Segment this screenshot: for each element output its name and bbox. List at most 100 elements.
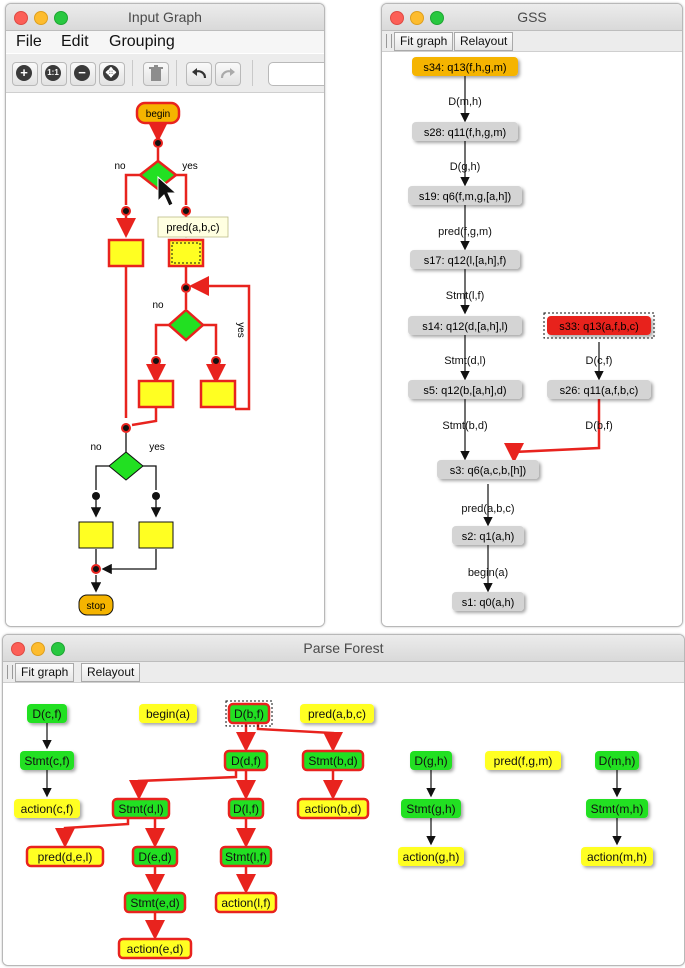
decision-node[interactable] [167,308,205,342]
gss-node[interactable] [452,526,524,545]
zoom-window-button[interactable] [51,642,65,656]
relayout-button[interactable]: Relayout [81,663,141,682]
forest-node[interactable] [117,937,193,960]
forest-node[interactable] [301,749,365,772]
begin-node[interactable] [135,101,181,125]
menu-file[interactable]: File [16,33,42,50]
junction-dot [92,492,100,500]
forest-node[interactable] [586,799,648,818]
forest-node-label: D(m,h) [599,754,636,768]
forest-node-selected[interactable] [227,702,271,725]
delete-button[interactable] [143,62,169,86]
close-window-button[interactable] [390,11,404,25]
zoom-1to1-button[interactable]: 1:1 [41,62,67,86]
forest-node[interactable] [214,891,278,914]
forest-node[interactable] [223,749,269,772]
forest-node-label: Stmt(l,f) [225,850,267,864]
minimize-window-button[interactable] [31,642,45,656]
forest-node[interactable] [300,704,374,723]
menu-grouping[interactable]: Grouping [109,33,175,50]
forest-node-label: Stmt(g,h) [406,802,455,816]
undo-button[interactable] [186,62,212,86]
decision-node[interactable] [108,451,144,481]
parse-forest-window: Parse Forest Fit graph Relayout [2,634,685,966]
gss-node-selected[interactable] [547,316,651,335]
forest-node[interactable] [131,845,179,868]
forest-node[interactable] [219,845,273,868]
menu-edit[interactable]: Edit [61,33,89,50]
redo-button[interactable] [215,62,241,86]
gss-node[interactable] [547,380,651,399]
fit-graph-button[interactable]: Fit graph [15,663,75,682]
input-graph-canvas[interactable]: begin no yes pred(a,b,c) no yes [6,93,324,626]
edge-label: D(c,f) [586,355,613,367]
fit-content-button[interactable]: ✥ [99,62,125,86]
zoom-in-button[interactable]: + [12,62,38,86]
junction-dot [152,492,160,500]
gss-node[interactable] [412,57,518,76]
forest-node-label: action(e,d) [127,942,184,956]
input-graph-titlebar[interactable]: Input Graph [6,4,324,31]
zoom-1to1-icon: 1:1 [45,65,61,81]
forest-node[interactable] [485,751,561,770]
action-node[interactable] [199,379,237,409]
close-window-button[interactable] [14,11,28,25]
forest-node-label: pred(d,e,l) [38,850,93,864]
forest-node-label: D(g,h) [414,754,447,768]
search-input[interactable] [268,62,324,86]
forest-node-label: action(c,f) [21,802,74,816]
forest-node[interactable] [139,704,197,723]
gss-window: GSS Fit graph Relayout [381,3,683,627]
action-node[interactable] [137,379,175,409]
forest-node[interactable] [401,799,461,818]
zoom-out-button[interactable]: − [70,62,96,86]
toolbar-grip[interactable] [386,34,392,48]
junction-dot [181,206,191,216]
action-node[interactable] [78,521,114,549]
forest-node[interactable] [227,797,265,820]
forest-node[interactable] [20,751,74,770]
relayout-button[interactable]: Relayout [454,32,514,51]
action-node[interactable] [107,238,145,268]
branch-label-no: no [90,442,102,453]
gss-node[interactable] [408,186,522,205]
forest-node[interactable] [595,751,639,770]
gss-node[interactable] [408,316,522,335]
gss-node[interactable] [452,592,524,611]
forest-node[interactable] [123,891,187,914]
forest-node[interactable] [581,847,653,866]
forest-node[interactable] [398,847,464,866]
close-window-button[interactable] [11,642,25,656]
forest-node[interactable] [410,751,452,770]
forest-node[interactable] [27,704,67,723]
black-edges [90,433,162,593]
zoom-window-button[interactable] [54,11,68,25]
minimize-window-button[interactable] [410,11,424,25]
stop-node[interactable] [78,594,114,616]
action-node-selected[interactable] [167,238,205,268]
forest-node-label: Stmt(b,d) [308,754,357,768]
junction-dot [91,564,101,574]
forest-black-edges [42,723,622,846]
toolbar-grip[interactable] [7,665,13,679]
gss-node[interactable] [408,380,522,399]
gss-node[interactable] [412,122,518,141]
gss-node[interactable] [410,250,520,269]
action-node[interactable] [138,521,174,549]
window-title: GSS [517,9,547,25]
parse-forest-canvas[interactable]: D(c,f) begin(a) D(b,f) pred(a,b,c) Stmt(… [3,683,684,965]
gss-node[interactable] [437,460,539,479]
gss-canvas[interactable]: D(m,h) D(g,h) pred(f,g,m) Stmt(l,f) Stmt… [382,52,682,626]
gss-titlebar[interactable]: GSS [382,4,682,31]
fit-graph-button[interactable]: Fit graph [394,32,454,51]
edge-label: Stmt(b,d) [442,420,487,432]
forest-node[interactable] [14,799,80,818]
parse-forest-titlebar[interactable]: Parse Forest [3,635,684,662]
forest-node[interactable] [25,845,105,868]
zoom-window-button[interactable] [430,11,444,25]
forest-node[interactable] [296,797,370,820]
minimize-window-button[interactable] [34,11,48,25]
junction-dot [151,356,161,366]
forest-node[interactable] [111,797,171,820]
gss-nodes: s34: q13(f,h,g,m) s28: q11(f,h,g,m) s19:… [408,57,655,611]
